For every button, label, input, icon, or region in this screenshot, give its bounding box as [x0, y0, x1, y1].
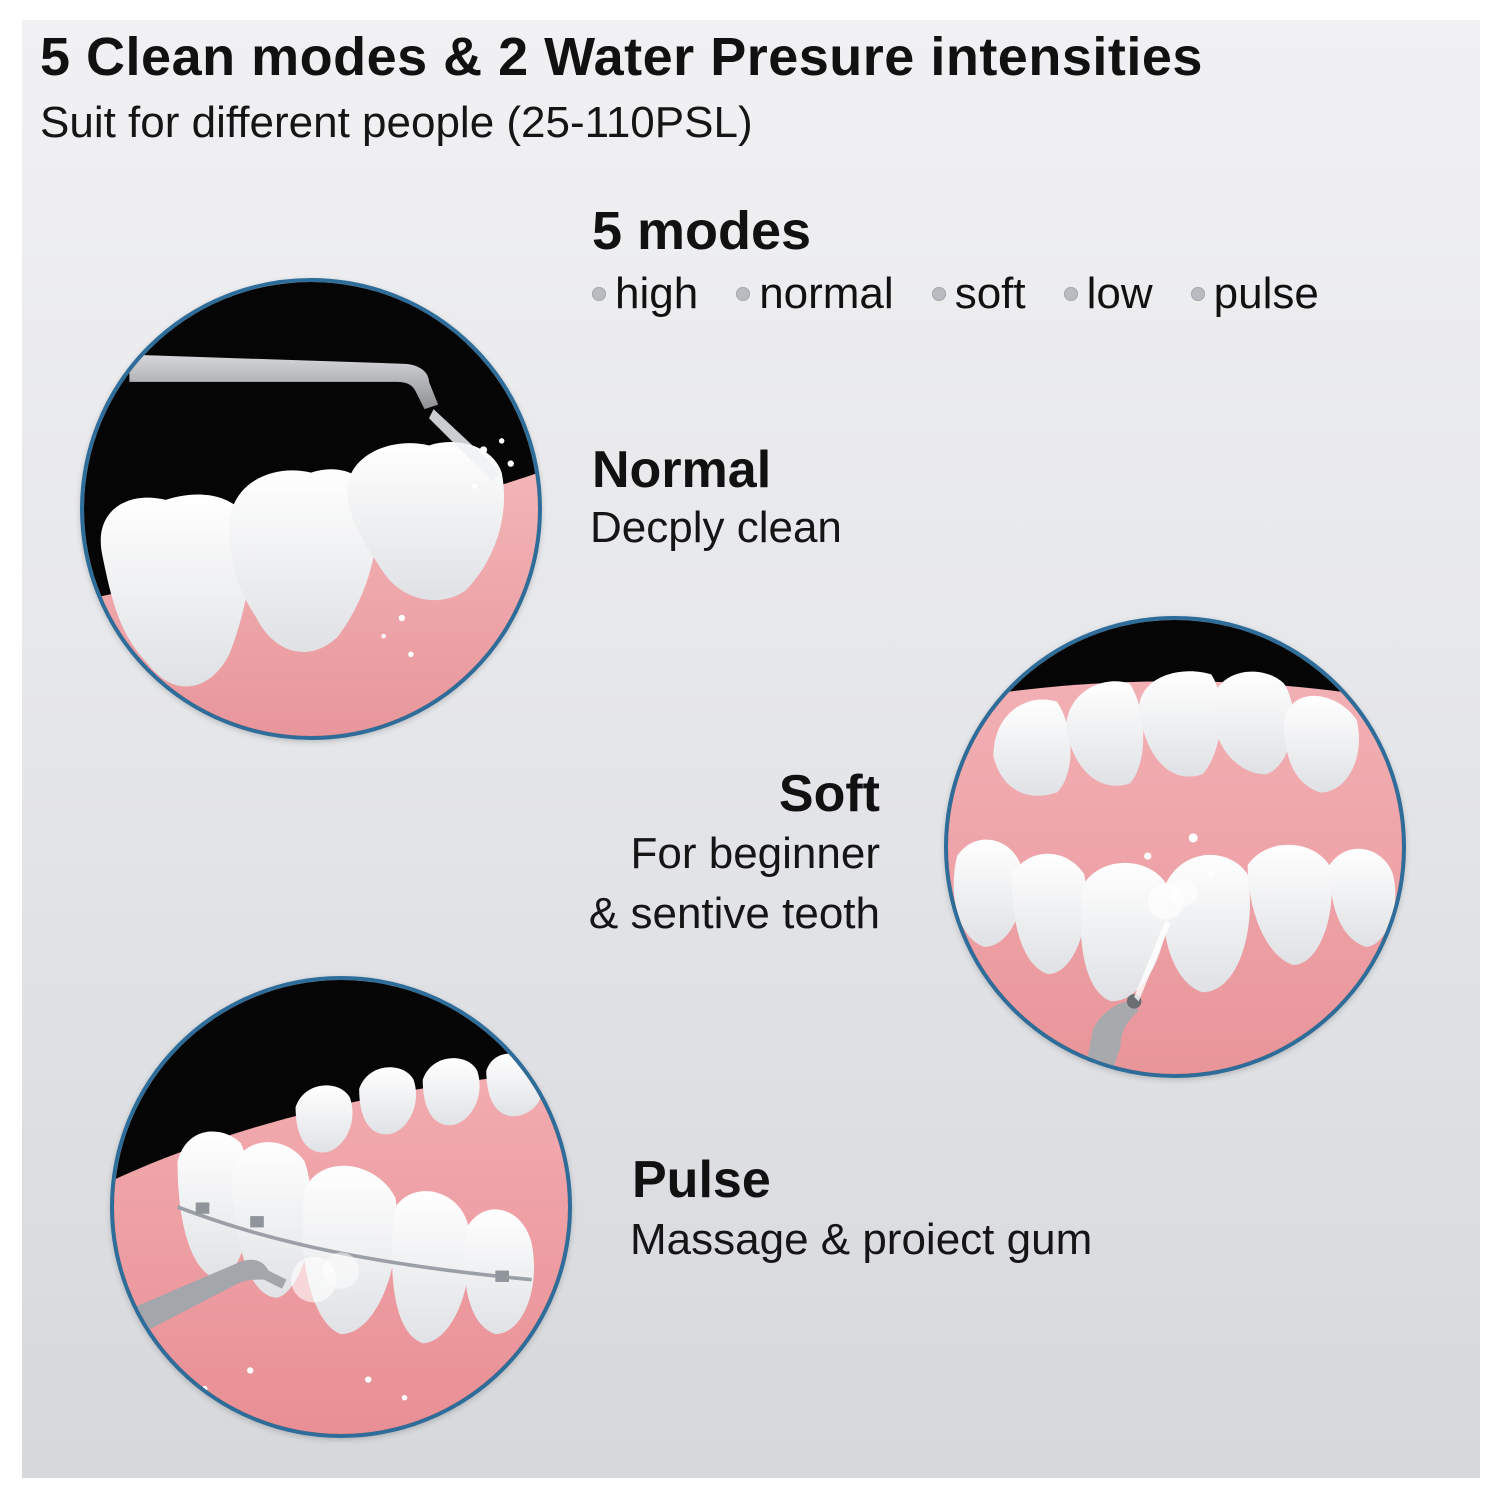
feature-desc-pulse: Massage & proiect gum: [630, 1215, 1093, 1264]
mode-item-normal: normal: [736, 269, 894, 319]
normal-mode-illustration: [80, 278, 542, 740]
feature-title-soft: Soft: [778, 765, 880, 823]
feature-title-normal: Normal: [592, 441, 772, 499]
soft-mode-illustration: [944, 616, 1406, 1078]
feature-title-pulse: Pulse: [632, 1151, 771, 1209]
mode-item-pulse: pulse: [1190, 269, 1319, 319]
mode-label: normal: [759, 269, 894, 318]
modes-list: high normal soft low pulse: [592, 266, 1319, 322]
bullet-dot-icon: [1063, 287, 1078, 301]
subheadline: Suit for different people (25-110PSL): [40, 98, 753, 147]
headline: 5 Clean modes & 2 Water Presure intensit…: [40, 27, 1203, 87]
feature-desc-soft-line2: & sentive teoth: [588, 889, 880, 938]
feature-desc-normal: Decply clean: [590, 503, 842, 552]
pulse-mode-illustration: [110, 976, 572, 1438]
bullet-dot-icon: [1190, 287, 1205, 301]
mode-label: pulse: [1213, 269, 1319, 318]
product-panel: 5 Clean modes & 2 Water Presure intensit…: [22, 20, 1480, 1478]
mode-item-high: high: [592, 269, 698, 319]
bullet-dot-icon: [736, 287, 751, 301]
mode-label: soft: [954, 269, 1026, 318]
feature-desc-soft-line1: For beginner: [630, 829, 880, 878]
bullet-dot-icon: [592, 287, 606, 301]
mode-item-low: low: [1063, 269, 1153, 319]
bullet-dot-icon: [931, 287, 946, 301]
modes-title: 5 modes: [592, 201, 812, 261]
mode-label: high: [615, 269, 699, 318]
mode-label: low: [1086, 269, 1153, 318]
mode-item-soft: soft: [931, 269, 1026, 319]
